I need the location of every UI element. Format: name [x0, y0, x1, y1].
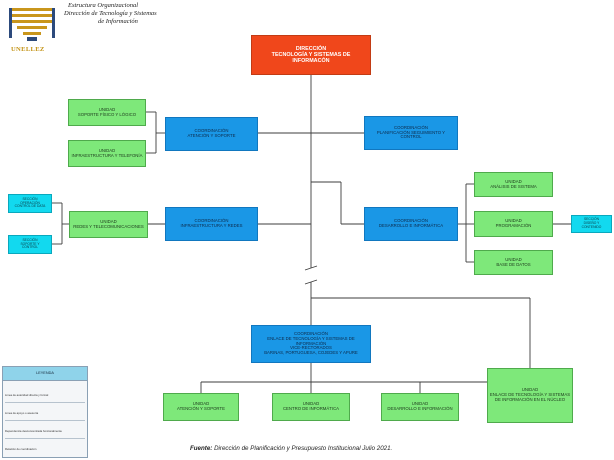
direccion-line: TECNOLOGÍA Y SISTEMAS DE	[271, 51, 351, 58]
box-line: CENTRO DE INFORMÁTICA	[282, 406, 340, 411]
unidad-enlace-nucleo-box: UNIDAD ENLACE DE TECNOLOGÍA Y SISTEMAS D…	[487, 368, 573, 423]
coord-desarrollo-box: COORDINACIÓN DESARROLLO E INFORMÁTICA	[364, 207, 458, 241]
box-line: COORDINACIÓN	[194, 128, 229, 134]
box-line: COORDINACIÓN	[394, 124, 428, 130]
coord-planificacion-box: COORDINACIÓN PLANIFICACIÓN SEGUIMIENTO Y…	[364, 116, 458, 150]
source-text: Dirección de Planificación y Presupuesto…	[214, 445, 393, 452]
box-line: DESARROLLO E INFORMACIÓN	[387, 406, 453, 411]
header-line-1: Estructura Organizacional	[68, 2, 138, 9]
box-line: PLANIFICACIÓN SEGUIMIENTO Y	[376, 129, 446, 135]
source-label: Fuente:	[190, 445, 213, 452]
seccion-operacion-box: SECCIÓN OPERACIÓN CONTROL DE DATA	[8, 194, 52, 213]
box-line: CONTROL	[400, 134, 422, 140]
box-line: PROGRAMACIÓN	[495, 223, 532, 228]
direccion-line: INFORMACÓN	[292, 58, 330, 65]
box-line: SECCIÓN	[22, 237, 38, 242]
header-line-2: Dirección de Tecnología y Sistemas	[64, 10, 157, 18]
box-line: OPERACIÓN	[20, 200, 40, 205]
coord-infra-redes-box: COORDINACIÓN INFRAESTRUCTURA Y REDES	[165, 207, 258, 241]
unidad-base-datos-box: UNIDAD BASE DE DATOS	[474, 250, 553, 275]
logo-text: UNELLEZ	[11, 46, 45, 53]
box-line: UNIDAD	[505, 218, 522, 224]
box-line: ATENCIÓN Y SOPORTE	[187, 133, 236, 138]
coord-vicerrectorados-box: COORDINACIÓN ENLACE DE TECNOLOGÍA Y SIST…	[251, 325, 371, 363]
header-line-3: de Información	[98, 18, 138, 26]
box-line: CONTROL DE DATA	[14, 204, 46, 209]
unidad-redes-box: UNIDAD REDES Y TELECOMUNICACIONES	[69, 211, 148, 238]
unidad-desarrollo-informacion-box: UNIDAD DESARROLLO E INFORMACIÓN	[381, 393, 459, 421]
unidad-infraestructura-box: UNIDAD INFRAESTRUCTURA Y TELEFONÍA	[68, 140, 146, 167]
unidad-soporte-fisico-box: UNIDAD SOPORTE FÍSICO Y LÓGICO	[68, 99, 146, 126]
seccion-soporte-control-box: SECCIÓN SOPORTE Y CONTROL	[8, 235, 52, 254]
box-line: SECCIÓN	[583, 217, 600, 222]
box-line: INFRAESTRUCTURA Y TELEFONÍA	[71, 152, 143, 158]
box-line: REDES Y TELECOMUNICACIONES	[73, 223, 144, 229]
box-line: DE INFORMACIÓN EN EL NÚCLEO	[494, 396, 566, 402]
legend-row: Relación de coordinación	[5, 447, 37, 451]
box-line: BASE DE DATOS	[496, 261, 531, 267]
box-line: CONTROL	[21, 245, 39, 250]
legend-title: LEYENDA	[3, 367, 87, 381]
box-line: INFRAESTRUCTURA Y REDES	[180, 223, 243, 228]
box-line: SOPORTE FÍSICO Y LÓGICO	[77, 111, 137, 117]
direccion-line: DIRECCIÓN	[295, 45, 327, 52]
unidad-analisis-box: UNIDAD ANÁLISIS DE SISTEMA	[474, 172, 553, 197]
legend-row: Línea de apoyo o asesoría	[5, 411, 39, 415]
box-line: COORDINACIÓN	[194, 218, 229, 224]
legend-divider	[5, 402, 85, 403]
box-line: UNIDAD	[98, 147, 116, 153]
box-line: VICE-RECTORADOS	[290, 345, 332, 351]
box-line: DISEÑO Y	[583, 221, 600, 226]
unellez-logo-icon	[9, 8, 55, 41]
box-line: COORDINACIÓN	[294, 330, 328, 336]
box-line: UNIDAD	[192, 401, 210, 407]
box-line: DESARROLLO E INFORMÁTICA	[378, 223, 444, 228]
legend: LEYENDA Línea de autoridad directa y for…	[2, 366, 88, 458]
legend-divider	[5, 420, 85, 421]
box-line: CONTENIDO	[581, 224, 602, 229]
box-line: UNIDAD	[100, 218, 117, 224]
box-line: ANÁLISIS DE SISTEMA	[490, 183, 537, 189]
box-line: ENLACE DE TECNOLOGÍA Y SISTEMAS	[489, 392, 571, 398]
box-line: UNIDAD	[411, 401, 429, 407]
box-line: UNIDAD	[98, 106, 116, 112]
legend-row: Dependencia desconcentrada funcionalment…	[5, 429, 62, 433]
box-line: COORDINACIÓN	[394, 218, 428, 224]
box-line: UNIDAD	[505, 256, 522, 262]
unidad-atencion-soporte-box: UNIDAD ATENCIÓN Y SOPORTE	[163, 393, 239, 421]
seccion-diseno-box: SECCIÓN DISEÑO Y CONTENIDO	[571, 215, 612, 233]
box-line: UNIDAD	[521, 387, 539, 393]
box-line: ATENCIÓN Y SOPORTE	[177, 406, 225, 411]
box-line: BARINAS, PORTUGUESA, COJEDES Y APURE	[264, 350, 358, 356]
box-line: SOPORTE Y	[20, 241, 40, 246]
legend-row: Línea de autoridad directa y formal	[5, 393, 49, 397]
box-line: INFORMACIÓN	[295, 340, 327, 346]
box-line: UNIDAD	[302, 401, 320, 407]
coord-atencion-box: COORDINACIÓN ATENCIÓN Y SOPORTE	[165, 117, 258, 151]
page-header: Estructura Organizacional Dirección de T…	[64, 2, 157, 26]
legend-divider	[5, 438, 85, 439]
direccion-box: DIRECCIÓN TECNOLOGÍA Y SISTEMAS DE INFOR…	[251, 35, 371, 75]
box-line: SECCIÓN	[22, 196, 38, 201]
unidad-programacion-box: UNIDAD PROGRAMACIÓN	[474, 211, 553, 237]
box-line: ENLACE DE TECNOLOGÍA Y SISTEMAS DE	[267, 335, 355, 341]
unidad-centro-informatica-box: UNIDAD CENTRO DE INFORMÁTICA	[272, 393, 350, 421]
box-line: UNIDAD	[505, 178, 522, 184]
source-note: Fuente: Dirección de Planificación y Pre…	[190, 445, 392, 452]
